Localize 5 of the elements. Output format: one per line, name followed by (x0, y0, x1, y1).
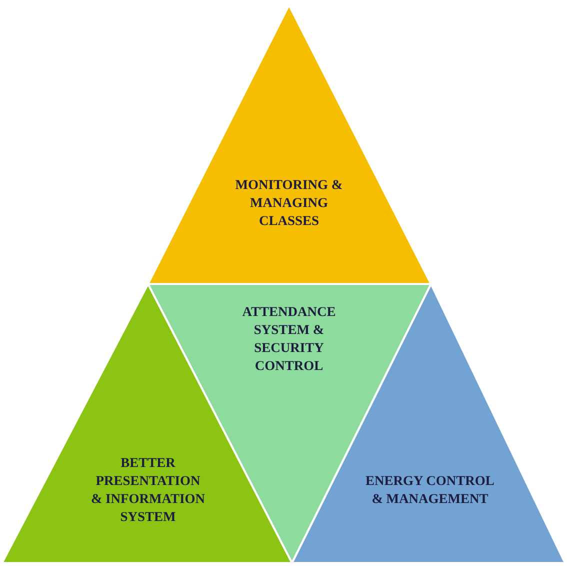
panel-label: BETTER PRESENTATION & INFORMATION SYSTEM (90, 454, 206, 526)
triangle-panel (148, 5, 431, 284)
panel-label: MONITORING & MANAGING CLASSES (234, 176, 344, 230)
panel-label: ATTENDANCE SYSTEM & SECURITY CONTROL (241, 303, 337, 375)
panel-label: ENERGY CONTROL & MANAGEMENT (364, 472, 496, 508)
